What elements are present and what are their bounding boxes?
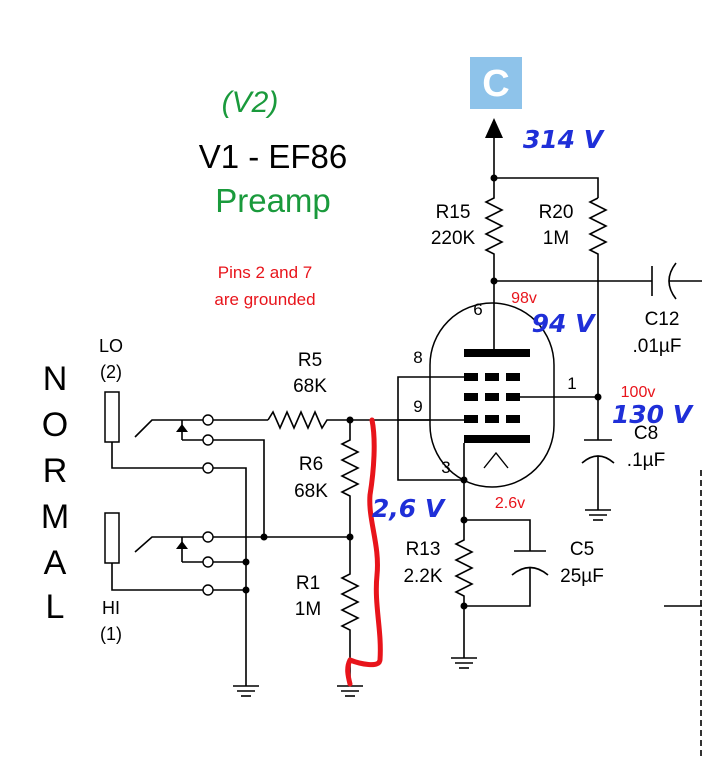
r5-ref: R5	[298, 350, 322, 371]
printed-plate-voltage: 98v	[511, 290, 537, 307]
c5-value: 25µF	[560, 566, 604, 587]
printed-screen-voltage: 100v	[621, 384, 656, 401]
tube-pin-wiring	[397, 281, 602, 524]
next-stage-fragment	[664, 470, 702, 758]
c5-ref: C5	[570, 539, 594, 560]
hi-input-jack	[104, 512, 214, 596]
c8-ref: C8	[634, 423, 658, 444]
note-line-2: are grounded	[214, 290, 315, 309]
resistor-r5	[267, 410, 350, 430]
connector-c-badge	[470, 57, 522, 109]
handwritten-screen-voltage: 130 V	[612, 400, 694, 429]
r15-ref: R15	[436, 202, 471, 223]
lo-number: (2)	[100, 362, 122, 382]
printed-cathode-voltage: 2.6v	[495, 495, 525, 512]
resistor-r20	[588, 197, 608, 440]
variant-label: (V2)	[222, 86, 279, 119]
handwritten-plate-voltage: 94 V	[532, 309, 596, 338]
r1-value: 1M	[295, 599, 321, 620]
side-letter: L	[46, 588, 65, 626]
handwritten-cathode-voltage: 2,6 V	[372, 494, 446, 523]
side-letter: N	[43, 360, 68, 398]
lo-label: LO	[99, 336, 123, 356]
stage-title: Preamp	[215, 182, 331, 219]
capacitor-c5	[464, 519, 549, 607]
r20-ref: R20	[539, 202, 574, 223]
capacitor-c8	[581, 439, 615, 521]
r5-value: 68K	[293, 376, 327, 397]
pin-cathode-label: 3	[441, 458, 450, 477]
side-letter: O	[42, 406, 68, 444]
supply-arrow	[485, 118, 503, 178]
pin-8-label: 8	[413, 348, 422, 367]
tube-title: V1 - EF86	[199, 138, 348, 175]
hi-label: HI	[102, 598, 120, 618]
ground-symbol	[233, 685, 259, 697]
resistor-r13	[454, 520, 474, 658]
side-letter: R	[43, 452, 68, 490]
side-letter: A	[44, 544, 67, 582]
c12-ref: C12	[645, 309, 680, 330]
r13-value: 2.2K	[403, 566, 442, 587]
r13-ref: R13	[406, 539, 441, 560]
connector-c-label: C	[482, 63, 509, 105]
ground-symbol	[337, 685, 363, 697]
side-letter: M	[41, 498, 69, 536]
r6-ref: R6	[299, 454, 323, 475]
handwritten-supply-voltage: 314 V	[523, 125, 605, 154]
r15-value: 220K	[431, 228, 476, 249]
red-marker-mod	[345, 417, 383, 687]
pin-9-label: 9	[413, 397, 422, 416]
lo-input-jack	[104, 391, 214, 474]
ef86-tube	[429, 302, 555, 488]
note-line-1: Pins 2 and 7	[218, 263, 313, 282]
resistor-r6	[340, 420, 360, 537]
pin-screen-label: 1	[567, 374, 576, 393]
pin-plate-label: 6	[473, 300, 482, 319]
resistor-r15	[484, 178, 504, 281]
hi-number: (1)	[100, 624, 122, 644]
normal-channel-label: N O R M A L	[41, 360, 69, 626]
jack-wiring	[213, 419, 350, 686]
c8-value: .1µF	[627, 450, 665, 471]
r20-value: 1M	[543, 228, 569, 249]
resistor-r1	[340, 537, 360, 686]
capacitor-c12	[494, 262, 702, 300]
r6-value: 68K	[294, 481, 328, 502]
ground-symbol	[451, 657, 477, 669]
c12-value: .01µF	[633, 336, 682, 357]
r1-ref: R1	[296, 573, 320, 594]
